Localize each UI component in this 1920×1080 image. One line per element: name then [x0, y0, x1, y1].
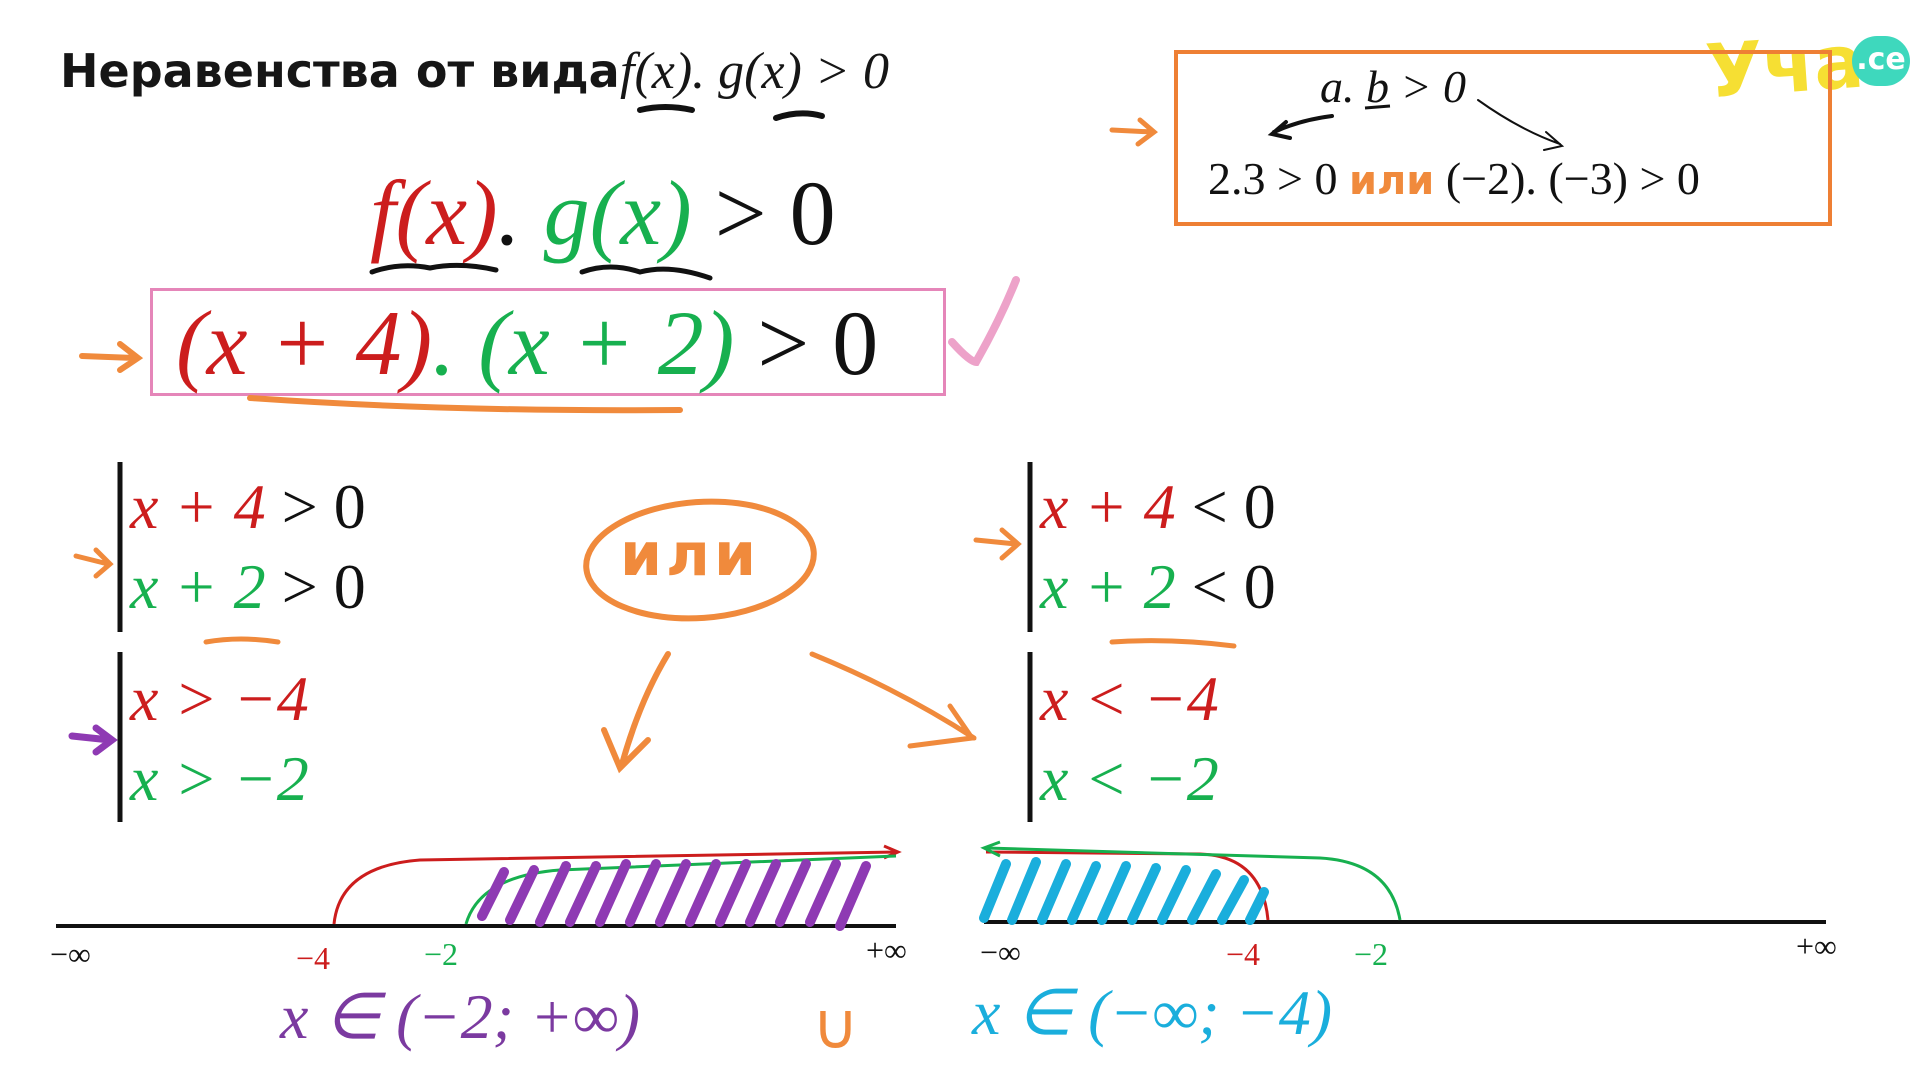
left-row2-expr: x + 2 — [130, 551, 266, 622]
right-green-arc — [985, 846, 1402, 921]
title-underline-f — [637, 104, 695, 113]
or-label: или — [620, 520, 761, 590]
title-underline-g — [773, 110, 825, 121]
general-relation: > 0 — [691, 162, 836, 264]
general-dot: . — [497, 162, 521, 264]
left-system-arrow — [73, 547, 114, 579]
specific-dot: . — [432, 292, 456, 394]
left-system-row2: x + 2 > 0 — [130, 550, 366, 624]
or-arrow-down — [601, 651, 671, 774]
example-line: 2.3 > 0 или (−2). (−3) > 0 — [1208, 152, 1700, 205]
answer-left: x ∈ (−2; +∞) — [280, 981, 641, 1052]
left-row2-underline — [203, 636, 281, 645]
general-inequality: f(x). g(x) > 0 — [370, 160, 836, 266]
slide-title-math: f(x). g(x) > 0 — [620, 43, 889, 100]
union-symbol: ∪ — [812, 991, 859, 1062]
left-row1-expr: x + 4 — [130, 471, 266, 542]
right-system-row3: x < −4 — [1040, 663, 1219, 734]
pink-checkmark — [948, 276, 1020, 367]
or-arrow-right — [809, 651, 977, 749]
specific-f: (x + 4) — [176, 292, 433, 394]
right-system-row1: x + 4 < 0 — [1040, 470, 1276, 544]
specific-relation: > 0 — [734, 292, 879, 394]
left-row1-rel: > 0 — [265, 471, 366, 542]
right-row1-rel: < 0 — [1175, 471, 1276, 542]
slide-title: Неравенства от вида — [60, 44, 620, 98]
general-f: f(x) — [370, 162, 498, 264]
example-negative: (−2). (−3) > 0 — [1445, 153, 1700, 204]
or-oval — [583, 498, 817, 622]
right-cyan-hatching — [979, 857, 1269, 925]
example-arrow-left — [1267, 114, 1334, 140]
example-positive: 2.3 > 0 — [1208, 153, 1338, 204]
right-axis-tick-minus2: −2 — [1354, 936, 1389, 972]
left-system-row4: x > −2 — [130, 743, 309, 814]
example-rule: a. b > 0 — [1320, 61, 1467, 112]
right-system-row2: x + 2 < 0 — [1040, 550, 1276, 624]
left-solution-arrow — [68, 724, 118, 756]
left-red-arc — [332, 850, 897, 925]
right-axis-minus-infinity: −∞ — [980, 934, 1021, 970]
example-or-label: или — [1348, 158, 1435, 204]
right-axis-tick-minus4: −4 — [1226, 936, 1261, 972]
left-axis-minus-infinity: −∞ — [50, 936, 91, 972]
general-underline-f — [369, 262, 499, 275]
right-axis-plus-infinity: +∞ — [1796, 928, 1837, 964]
left-axis-tick-minus2: −2 — [424, 936, 459, 972]
left-row2-rel: > 0 — [265, 551, 366, 622]
right-system-row4: x < −2 — [1040, 743, 1219, 814]
right-row2-expr: x + 2 — [1040, 551, 1176, 622]
general-g: g(x) — [543, 162, 692, 264]
left-system-row3: x > −4 — [130, 663, 309, 734]
left-axis-plus-infinity: +∞ — [866, 932, 907, 968]
example-arrow-right — [1477, 99, 1565, 151]
general-underline-g — [579, 264, 713, 281]
right-row2-underline — [1109, 638, 1237, 649]
left-system-row1: x + 4 > 0 — [130, 470, 366, 544]
right-row1-expr: x + 4 — [1040, 471, 1176, 542]
specific-pointer-arrow — [79, 341, 144, 373]
example-underline-b — [1364, 104, 1391, 110]
specific-orange-underline — [247, 395, 683, 414]
left-axis-tick-minus4: −4 — [296, 940, 331, 976]
specific-inequality: (x + 4). (x + 2) > 0 — [176, 290, 878, 396]
right-system-arrow — [973, 527, 1022, 561]
example-box: a. b > 0 2.3 > 0 или (−2). (−3) > 0 — [1174, 50, 1832, 226]
example-pointer-arrow — [1109, 117, 1158, 147]
left-purple-hatching — [477, 859, 871, 931]
specific-g: (x + 2) — [478, 292, 735, 394]
brand-logo-badge: .ce — [1852, 36, 1910, 86]
specific-inequality-box — [150, 288, 946, 396]
right-row2-rel: < 0 — [1175, 551, 1276, 622]
answer-right: x ∈ (−∞; −4) — [972, 977, 1333, 1048]
right-green-arrowhead — [980, 840, 1001, 858]
